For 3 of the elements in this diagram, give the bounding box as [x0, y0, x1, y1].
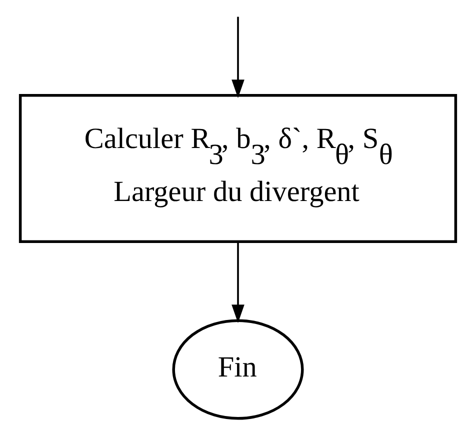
node-ellipse: Fin [172, 319, 304, 420]
arrow [232, 16, 244, 98]
arrow [232, 242, 244, 323]
